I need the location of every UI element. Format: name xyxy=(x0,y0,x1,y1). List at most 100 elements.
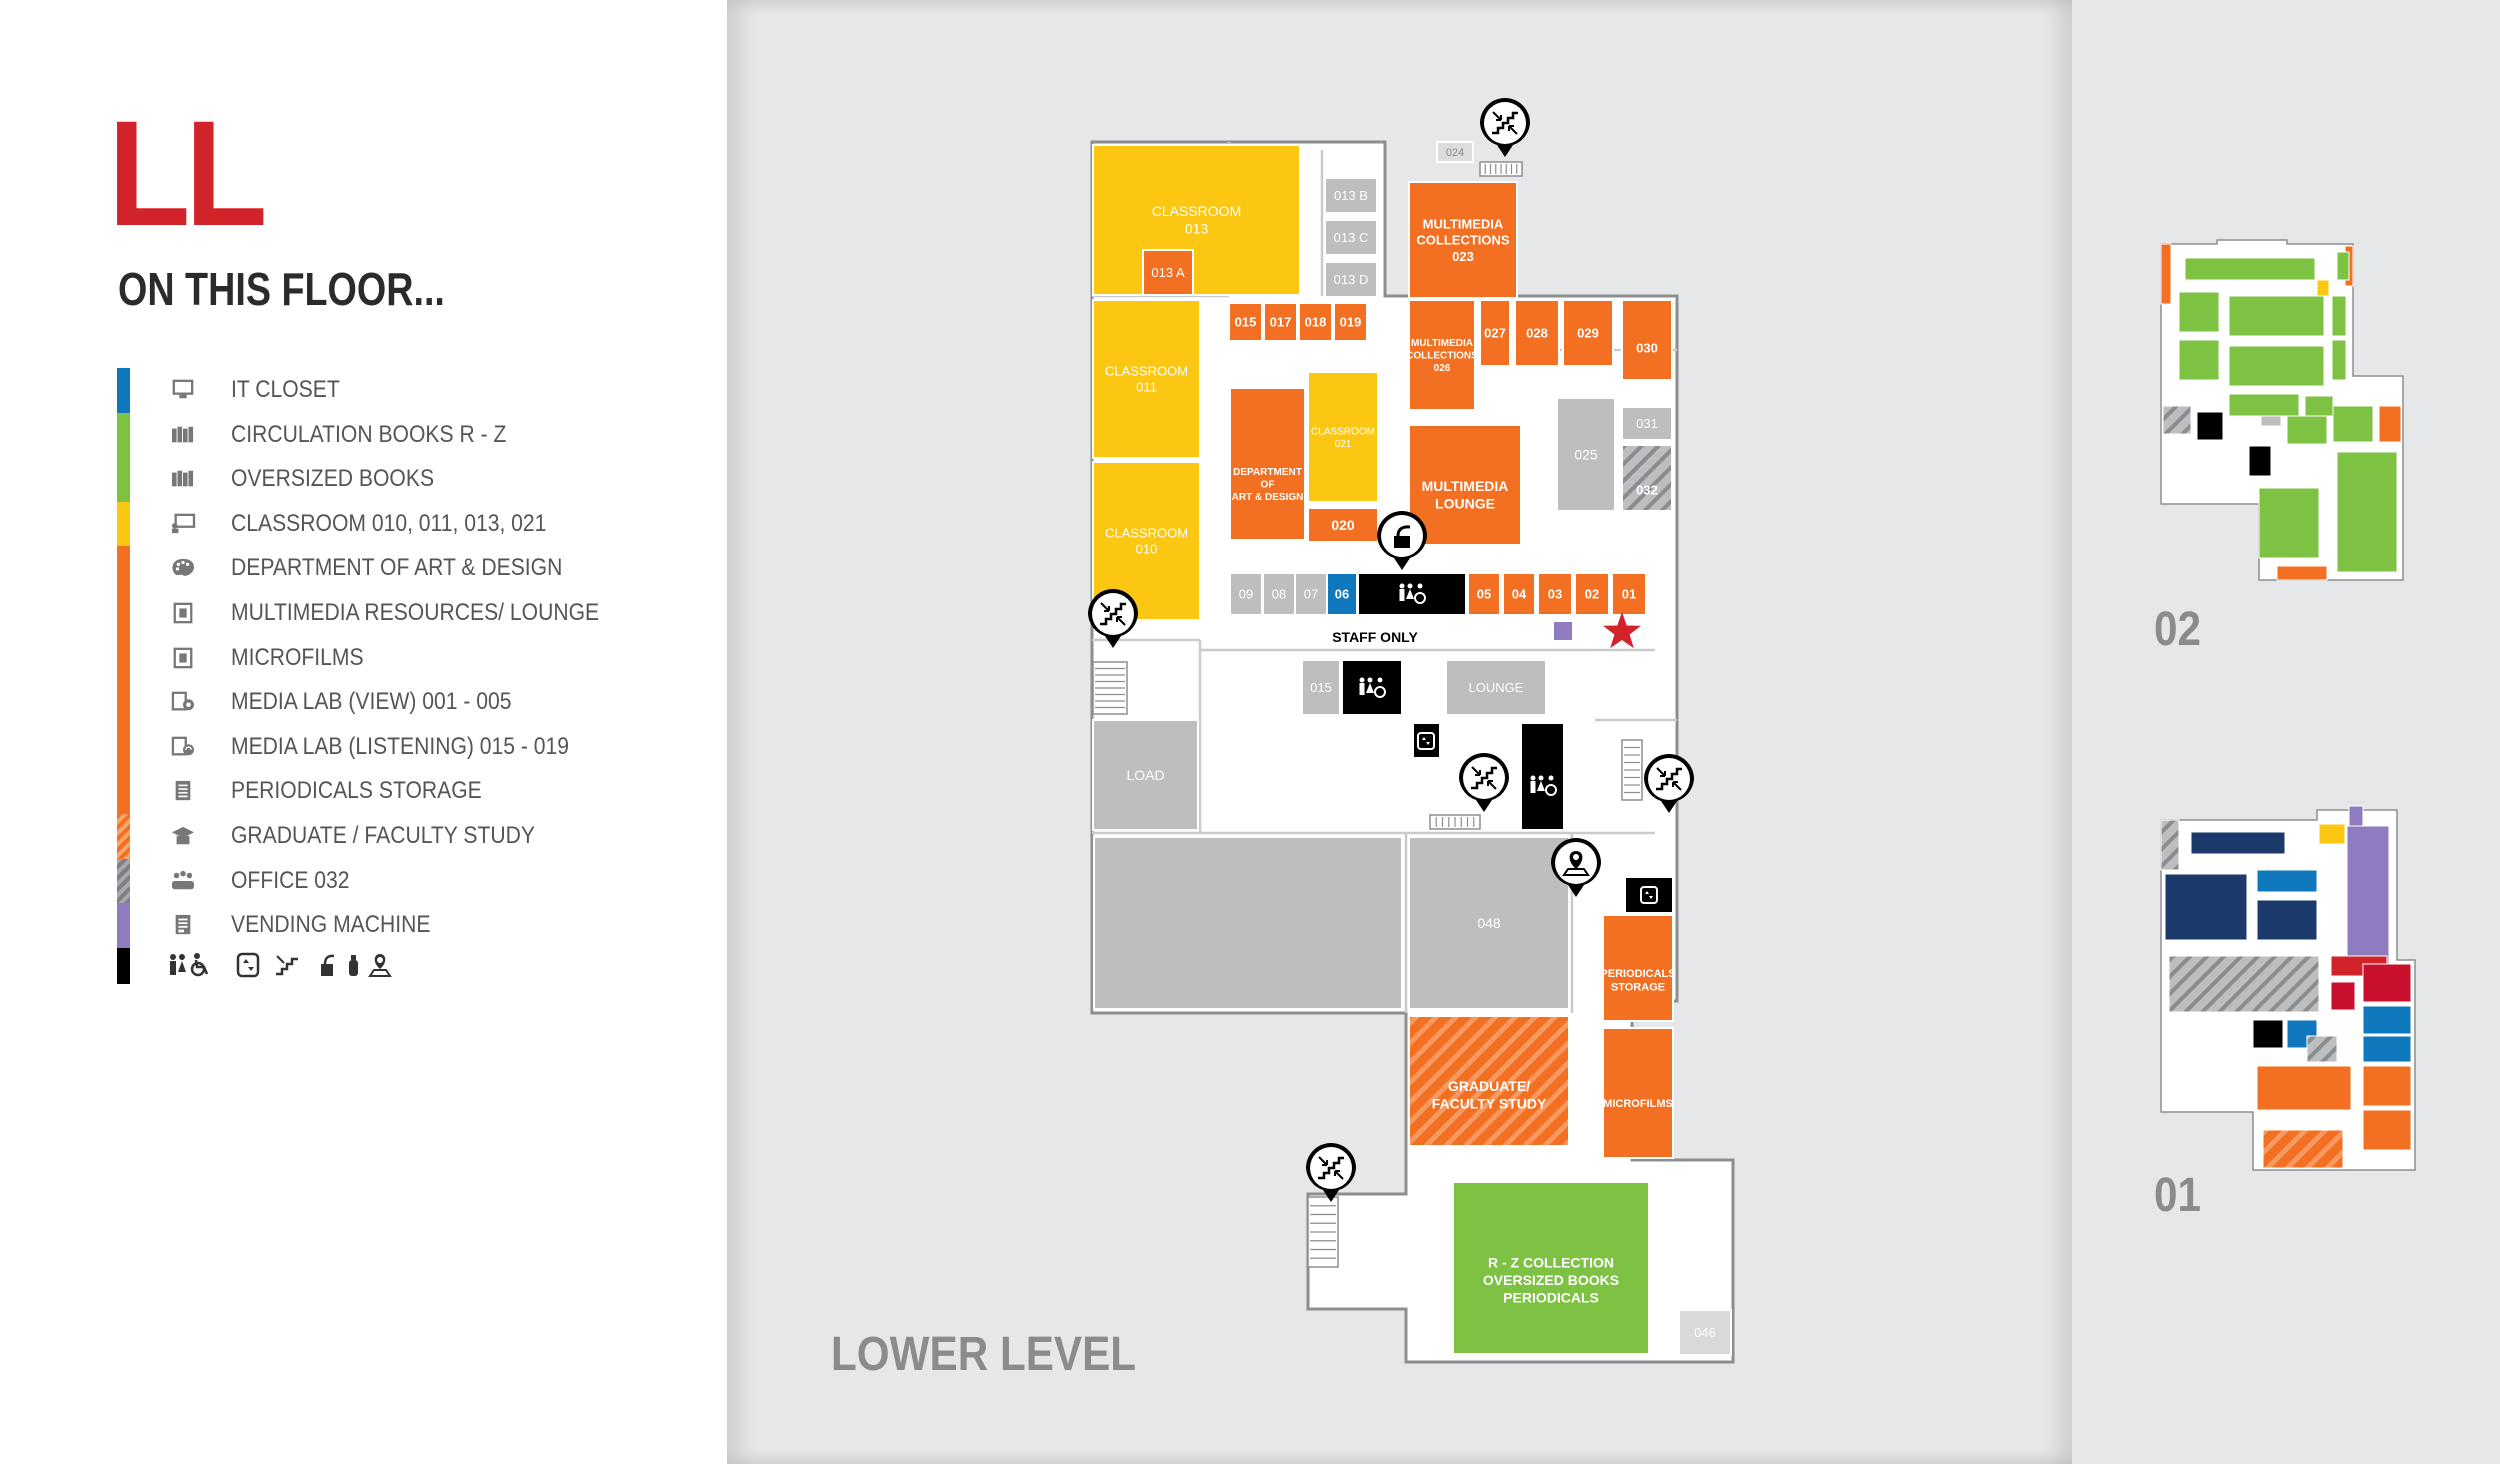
room-015-label: 015 xyxy=(1235,315,1257,330)
vending-machine[interactable] xyxy=(1552,620,1574,642)
legend-item: MEDIA LAB (LISTENING) 015 - 019 xyxy=(117,724,717,770)
books-icon xyxy=(172,470,194,487)
room-017[interactable]: 017 xyxy=(1263,302,1298,342)
restroom-icon xyxy=(1530,775,1557,796)
classroom-021-label: 021 xyxy=(1335,439,1352,450)
room-048[interactable]: 048 xyxy=(1408,836,1570,1010)
floor-01-thumbnail[interactable] xyxy=(2157,800,2417,1180)
room-013c-label: 013 C xyxy=(1334,230,1369,245)
legend-label: GRADUATE / FACULTY STUDY xyxy=(231,821,535,849)
microfilms[interactable]: MICROFILMS xyxy=(1602,1027,1674,1159)
restroom-block-middle[interactable] xyxy=(1341,659,1403,716)
thumb-room xyxy=(2228,393,2300,417)
thumb-room xyxy=(2258,487,2320,559)
multimedia-collections-023-label: COLLECTIONS xyxy=(1416,233,1509,248)
legend-label: OFFICE 032 xyxy=(231,866,350,894)
thumb-room xyxy=(2248,445,2272,477)
room-028[interactable]: 028 xyxy=(1514,299,1560,367)
room-031[interactable]: 031 xyxy=(1621,406,1673,441)
room-030[interactable]: 030 xyxy=(1621,299,1673,381)
stairs-pin[interactable] xyxy=(1644,754,1694,813)
stairs-pin[interactable] xyxy=(1480,98,1530,157)
thumb-room xyxy=(2286,1019,2318,1049)
collection-r-z-label: PERIODICALS xyxy=(1503,1289,1599,1305)
elevator-box-b[interactable] xyxy=(1624,876,1674,914)
thumb-room xyxy=(2160,243,2172,305)
room-03[interactable]: 03 xyxy=(1537,572,1573,616)
classroom-010-label: CLASSROOM xyxy=(1105,525,1188,540)
legend-color-swatch xyxy=(117,457,130,502)
room-027[interactable]: 027 xyxy=(1479,299,1511,367)
lounge-label: LOUNGE xyxy=(1469,680,1524,695)
thumb-room xyxy=(2162,405,2192,435)
room-018[interactable]: 018 xyxy=(1298,302,1333,342)
room-01[interactable]: 01 xyxy=(1611,572,1647,616)
room-04-label: 04 xyxy=(1512,587,1527,602)
load[interactable]: LOAD xyxy=(1092,719,1199,831)
room-032[interactable]: 032 xyxy=(1621,444,1673,512)
thumb-room xyxy=(2362,1109,2412,1151)
room-06[interactable]: 06 xyxy=(1326,572,1358,616)
monitor-icon xyxy=(172,379,194,399)
room-019[interactable]: 019 xyxy=(1333,302,1368,342)
room-020[interactable]: 020 xyxy=(1307,507,1379,543)
legend-label: CIRCULATION BOOKS R - Z xyxy=(231,420,507,448)
room-015-lower[interactable]: 015 xyxy=(1301,659,1341,716)
thumb-room xyxy=(2306,1035,2338,1063)
thumb-room xyxy=(2256,1065,2352,1111)
grad-faculty-study[interactable]: GRADUATE/FACULTY STUDY xyxy=(1408,1015,1570,1147)
room-013b[interactable]: 013 B xyxy=(1324,177,1378,214)
legend-list: IT CLOSET CIRCULATION BOOKS R - Z OVERSIZE… xyxy=(117,368,717,984)
you-are-here-icon xyxy=(368,953,392,977)
thumb-room xyxy=(2256,869,2318,893)
legend-label: VENDING MACHINE xyxy=(231,911,431,939)
room-013b-label: 013 B xyxy=(1334,188,1368,203)
room-048-left[interactable] xyxy=(1093,836,1403,1010)
legend-label: OVERSIZED BOOKS xyxy=(231,465,435,493)
thumb-room xyxy=(2262,1129,2344,1169)
room-013d[interactable]: 013 D xyxy=(1324,261,1378,298)
stairs-pin[interactable] xyxy=(1088,589,1138,648)
room-04[interactable]: 04 xyxy=(1502,572,1536,616)
thumb-room xyxy=(2178,291,2220,333)
legend-color-swatch xyxy=(117,858,130,904)
lounge[interactable]: LOUNGE xyxy=(1445,659,1547,716)
room-013c[interactable]: 013 C xyxy=(1324,219,1378,256)
room-07[interactable]: 07 xyxy=(1294,572,1328,616)
thumb-room xyxy=(2331,295,2347,337)
room-05[interactable]: 05 xyxy=(1467,572,1501,616)
thumb-room xyxy=(2252,1019,2284,1049)
room-02[interactable]: 02 xyxy=(1574,572,1610,616)
legend-label: CLASSROOM 010, 011, 013, 021 xyxy=(231,509,547,537)
thumb-room xyxy=(2190,831,2286,855)
room-08[interactable]: 08 xyxy=(1262,572,1296,616)
water-fountain-pin[interactable] xyxy=(1377,511,1427,570)
floor-02-thumbnail[interactable] xyxy=(2157,236,2417,590)
multimedia-collections-026-label: MULTIMEDIA xyxy=(1411,338,1473,349)
room-015[interactable]: 015 xyxy=(1228,302,1263,342)
room-025[interactable]: 025 xyxy=(1556,397,1616,512)
art-and-design-label: OF xyxy=(1261,480,1275,491)
thumb-room xyxy=(2260,415,2282,427)
stairs-pin[interactable] xyxy=(1306,1143,1356,1202)
multimedia-collections-023-label: MULTIMEDIA xyxy=(1423,216,1504,231)
stairs-pin[interactable] xyxy=(1459,753,1509,812)
you-are-here-pin[interactable] xyxy=(1551,838,1601,897)
vending-icon xyxy=(175,915,191,935)
room-046[interactable]: 046 xyxy=(1678,1309,1732,1356)
room-013a[interactable]: 013 A xyxy=(1142,249,1194,296)
room-09[interactable]: 09 xyxy=(1229,572,1263,616)
legend-color-swatch xyxy=(117,501,130,547)
room-024[interactable]: 024 xyxy=(1436,141,1474,163)
legend-item: IT CLOSET xyxy=(117,368,717,413)
room-029[interactable]: 029 xyxy=(1562,299,1614,367)
